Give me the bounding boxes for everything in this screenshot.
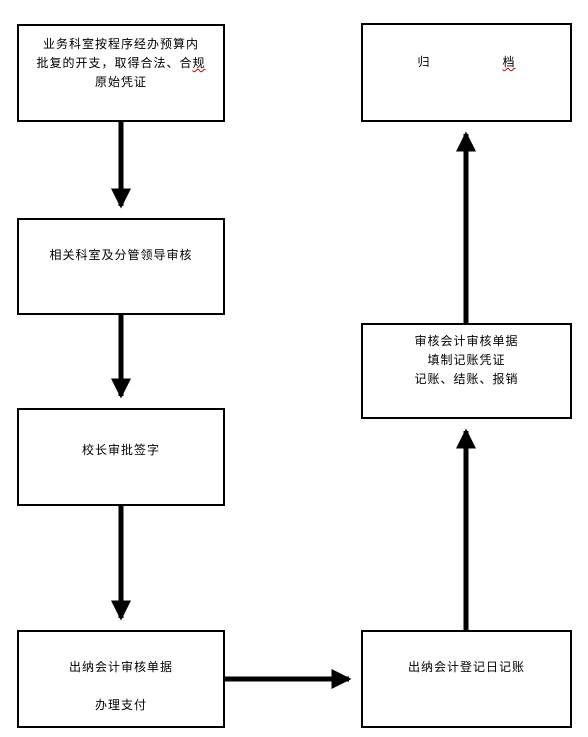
step-text: 归档 xyxy=(363,53,570,72)
step-cashier-journal: 出纳会计登记日记账 xyxy=(361,630,572,728)
step-text: 出纳会计登记日记账 xyxy=(407,660,525,674)
step-text: 校长审批签字 xyxy=(81,443,160,457)
archive-char: 归 xyxy=(417,55,431,69)
step-text: 批复的开支，取得合法、合规 xyxy=(19,54,223,73)
step-text: 业务科室按程序经办预算内 xyxy=(42,37,199,51)
step-leader-review: 相关科室及分管领导审核 xyxy=(17,218,225,315)
step-text: 审核会计审核单据 xyxy=(414,334,519,348)
step-text: 出纳会计审核单据 xyxy=(68,660,173,674)
step-text: 办理支付 xyxy=(94,698,147,712)
step-principal-approval: 校长审批签字 xyxy=(17,408,225,506)
step-cashier-payment: 出纳会计审核单据 办理支付 xyxy=(17,630,225,728)
archive-char: 档 xyxy=(502,55,516,69)
step-archive: 归档 xyxy=(361,23,572,122)
step-business-dept-expense: 业务科室按程序经办预算内 批复的开支，取得合法、合规 原始凭证 xyxy=(17,24,225,122)
spellcheck-flagged-text: 规 xyxy=(192,56,206,70)
step-accountant-bookkeeping: 审核会计审核单据 填制记账凭证 记账、结账、报销 xyxy=(361,323,572,419)
step-text: 填制记账凭证 xyxy=(427,353,506,367)
step-text: 记账、结账、报销 xyxy=(414,372,519,386)
step-text-part: 批复的开支，取得合法、合 xyxy=(36,56,193,70)
step-text: 相关科室及分管领导审核 xyxy=(49,248,193,262)
step-text: 原始凭证 xyxy=(94,75,147,89)
